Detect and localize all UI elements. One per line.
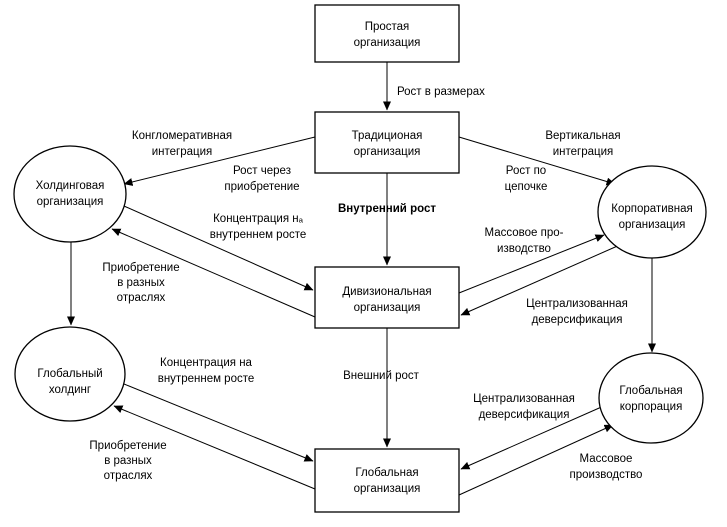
edge-labels: Рост в размерах Конгломеративная интегра…: [89, 86, 642, 482]
node-prostaya-line2: организация: [354, 37, 421, 49]
node-tradicionnaya-line2: организация: [354, 146, 421, 158]
edge-holding-to-divizionalnaya: [123, 205, 314, 291]
edge-globalnaya-to-globalny-holding: [113, 405, 316, 490]
node-globalny-holding-line2: холдинг: [49, 384, 91, 396]
edge-divizionalnaya-to-korporativnaya: [458, 234, 605, 294]
edge-globalnaya-korporaciya-to-globalnaya: [460, 404, 607, 470]
edge-korporativnaya-to-divizionalnaya: [460, 243, 623, 316]
node-divizionalnaya-line2: организация: [354, 302, 421, 314]
label-konglomerativnaya-1: Конгломеративная: [132, 130, 232, 142]
node-divizionalnaya-line1: Дивизиональная: [342, 286, 431, 298]
node-prostaya: Простая организация: [314, 4, 460, 63]
edges: [67, 62, 656, 496]
label-koncentraciya-1-2: внутреннем росте: [210, 229, 307, 241]
label-massovoe-2-2: производство: [570, 469, 643, 481]
label-priobretenie-1-3: отраслях: [117, 292, 166, 304]
label-centralizovannaya-1-2: деверсификация: [532, 314, 623, 326]
node-tradicionnaya-line1: Традиционая: [352, 130, 423, 142]
label-priobretenie-1-1: Приобретение: [102, 262, 179, 274]
label-priobretenie-2-1: Приобретение: [89, 440, 166, 452]
node-globalnaya-line1: Глобальная: [355, 467, 418, 479]
edge-globalnaya-to-globalnaya-korporaciya: [458, 424, 614, 496]
label-rost-po-cepochke-1: Рост по: [506, 165, 546, 177]
edge-tradicionnaya-to-korporativnaya: [458, 136, 616, 186]
label-rost-cherez-2: приобретение: [224, 181, 299, 193]
edge-tradicionnaya-to-holding: [123, 136, 316, 186]
edge-globalny-holding-to-globalnaya: [123, 383, 314, 462]
label-vertikalnaya-1: Вертикальная: [545, 130, 620, 142]
node-tradicionnaya: Традиционая организация: [314, 111, 460, 174]
label-priobretenie-2-3: отраслях: [104, 470, 153, 482]
label-koncentraciya-1-1: Концентрация нₐ: [213, 213, 303, 225]
node-globalny-holding-line1: Глобальный: [37, 368, 102, 380]
node-korporativnaya-line1: Корпоративная: [611, 203, 692, 215]
node-globalnaya-korporaciya-line2: корпорация: [620, 401, 683, 413]
label-priobretenie-2-2: в разных: [104, 455, 152, 467]
label-koncentraciya-2-1: Концентрация на: [160, 357, 252, 369]
label-koncentraciya-2-2: внутреннем росте: [158, 373, 255, 385]
node-prostaya-line1: Простая: [365, 21, 410, 33]
node-korporativnaya: Корпоративная организация: [597, 165, 707, 259]
node-globalnaya-korporaciya-line1: Глобальная: [619, 385, 682, 397]
label-vneshniy-rost: Внешний рост: [343, 370, 420, 382]
node-divizionalnaya: Дивизиональная организация: [314, 266, 460, 329]
label-centralizovannaya-2-2: деверсификация: [479, 409, 570, 421]
label-rost-po-cepochke-2: цепочке: [505, 181, 548, 193]
node-globalny-holding: Глобальный холдинг: [14, 326, 126, 422]
node-globalnaya-korporaciya: Глобальная корпорация: [598, 352, 704, 444]
label-konglomerativnaya-2: интеграция: [152, 146, 213, 158]
label-vnutrenniy-rost: Внутренний рост: [338, 203, 436, 215]
label-massovoe-1-2: изводство: [497, 243, 551, 255]
label-massovoe-2-1: Массовое: [580, 453, 633, 465]
label-massovoe-1-1: Массовое про-: [485, 227, 564, 239]
label-priobretenie-1-2: в разных: [117, 277, 165, 289]
node-holding-line1: Холдинговая: [36, 180, 105, 192]
node-korporativnaya-line2: организация: [619, 219, 686, 231]
node-holding-line2: организация: [37, 196, 104, 208]
edge-divizionalnaya-to-holding: [111, 228, 316, 318]
label-rost-v-razmerah: Рост в размерах: [397, 86, 485, 98]
label-rost-cherez-1: Рост через: [233, 165, 291, 177]
label-centralizovannaya-1-1: Централизованная: [526, 298, 628, 310]
node-holding: Холдинговая организация: [13, 145, 127, 243]
label-centralizovannaya-2-1: Централизованная: [473, 393, 575, 405]
label-vertikalnaya-2: интеграция: [553, 146, 614, 158]
node-globalnaya: Глобальная организация: [314, 448, 460, 513]
node-globalnaya-line2: организация: [354, 483, 421, 495]
